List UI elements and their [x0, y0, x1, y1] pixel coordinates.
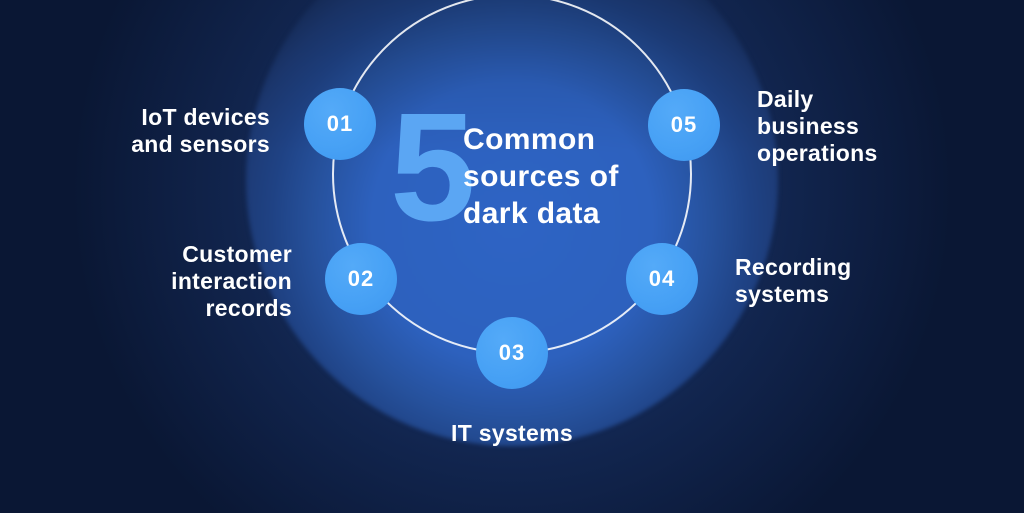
label-line: interaction: [171, 268, 292, 294]
step-label-recording-systems: Recording systems: [735, 254, 851, 308]
title-line-2: sources of: [463, 160, 619, 193]
step-circle-05: 05: [648, 89, 720, 161]
label-line: and sensors: [131, 131, 270, 157]
step-label-iot-devices: IoT devices and sensors: [131, 104, 270, 158]
step-circle-02: 02: [325, 243, 397, 315]
label-line: systems: [735, 281, 830, 307]
step-circle-04: 04: [626, 243, 698, 315]
diagram-title: Common sources of dark data: [463, 121, 619, 232]
step-circle-01: 01: [304, 88, 376, 160]
big-number: 5: [390, 81, 476, 253]
label-line: Recording: [735, 254, 852, 280]
step-label-it-systems: IT systems: [451, 420, 573, 447]
step-label-daily-operations: Daily business operations: [757, 86, 878, 167]
title-line-1: Common: [463, 123, 596, 156]
label-line: operations: [757, 140, 878, 166]
step-number-01: 01: [326, 111, 354, 136]
step-label-customer-records: Customer interaction records: [171, 241, 292, 322]
label-line: Daily: [757, 86, 814, 112]
step-number-02: 02: [347, 266, 375, 291]
title-line-3: dark data: [463, 197, 600, 230]
label-line: IoT devices: [141, 104, 270, 130]
label-line: business: [757, 113, 860, 139]
label-line: records: [205, 295, 292, 321]
step-circle-03: 03: [476, 317, 548, 389]
step-number-05: 05: [670, 112, 698, 137]
label-line: IT systems: [451, 420, 573, 446]
step-number-04: 04: [648, 266, 676, 291]
label-line: Customer: [182, 241, 292, 267]
step-number-03: 03: [498, 340, 526, 365]
